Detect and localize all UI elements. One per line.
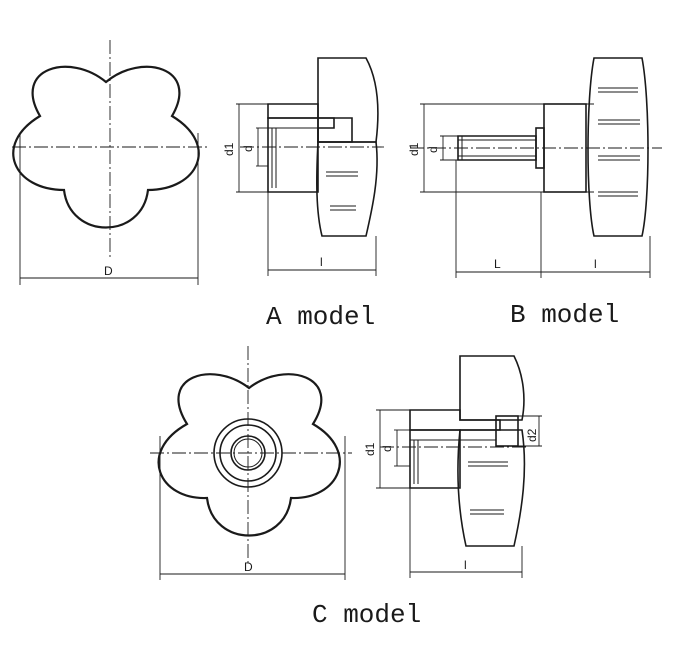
c-model-front-view: D [150,346,352,580]
b-model-label: B model [510,300,620,330]
dim-label-l-b: l [594,257,597,271]
a-model-label: A model [266,302,376,332]
a-model-front-view: D [12,40,210,285]
dim-label-d2-c: d2 [525,428,539,442]
a-model-side-view: d1 d l [222,57,384,276]
dim-label-d-b: d [426,146,440,153]
b-model-side-view: d1 d L l [407,57,662,278]
dim-label-d1-c: d1 [363,442,377,456]
dim-label-L-b: L [494,257,501,271]
c-model-side-view: d1 d d2 l [363,355,542,578]
dim-label-D-c: D [244,560,253,574]
dim-label-l-a: l [320,255,323,269]
dim-label-d1-b: d1 [407,142,421,156]
dim-label-D: D [104,264,113,278]
dim-label-d-a: d [241,145,255,152]
c-model-label: C model [312,600,422,630]
dim-label-d1-a: d1 [222,142,236,156]
dim-label-l-c: l [464,558,467,572]
dim-label-d-c: d [380,445,394,452]
